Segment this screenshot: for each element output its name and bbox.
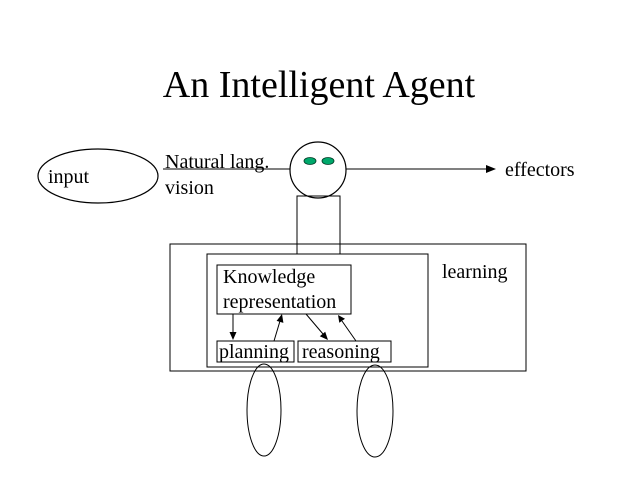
- effectors-label: effectors: [505, 159, 575, 181]
- knowledge-to-reasoning-arrow: [305, 313, 324, 335]
- learning-label: learning: [442, 261, 508, 283]
- agent-body-outer: [169, 243, 527, 372]
- left-eye-icon: [303, 157, 317, 165]
- input-ellipse: [37, 148, 159, 204]
- knowledge-label: Knowledge: [223, 266, 316, 288]
- page-title: An Intelligent Agent: [162, 64, 476, 106]
- representation-label: representation: [223, 291, 337, 313]
- knowledge-to-planning-head: [229, 332, 237, 340]
- left-leg: [246, 363, 282, 457]
- agent-neck: [296, 195, 341, 255]
- planning-box: [216, 340, 295, 363]
- planning-to-knowledge-arrow: [273, 320, 281, 342]
- input-label: input: [48, 166, 90, 188]
- effectors-arrowhead: [486, 165, 496, 173]
- right-leg: [356, 364, 394, 458]
- reasoning-to-knowledge-arrow: [341, 320, 357, 342]
- agent-body-inner: [206, 253, 429, 368]
- agent-head: [289, 141, 347, 199]
- planning-to-knowledge-head: [276, 314, 284, 323]
- natural-lang-label: Natural lang.: [165, 151, 270, 173]
- reasoning-label: reasoning: [302, 341, 380, 363]
- right-eye-icon: [321, 157, 335, 165]
- reasoning-box: [297, 340, 392, 363]
- planning-label: planning: [219, 341, 289, 363]
- knowledge-box: [216, 264, 352, 315]
- knowledge-to-reasoning-head: [319, 331, 328, 340]
- vision-label: vision: [165, 177, 214, 199]
- reasoning-to-knowledge-head: [338, 315, 345, 323]
